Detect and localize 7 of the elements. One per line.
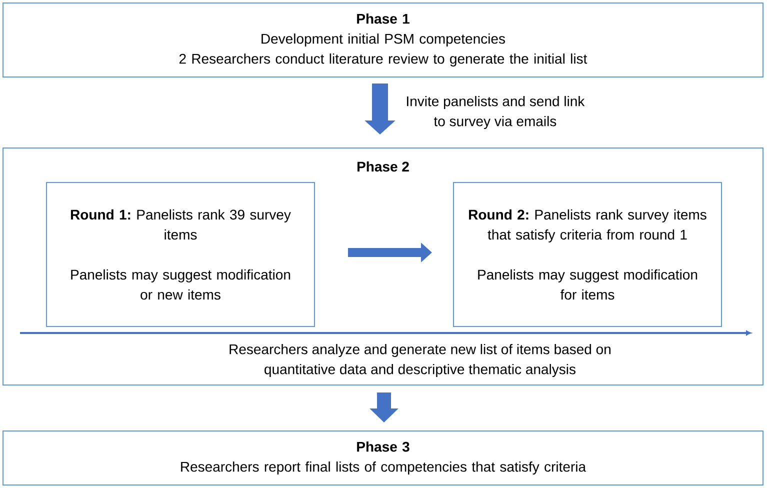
phase-box: Phase 1 Development initial PSM competencies 2 Researchers conduct literature review to generate the initial list [2,2,764,78]
description-text: Researchers analyze and generate new list of items based on quantitative data and descriptive thematic analysis [230,344,610,378]
heading: Phase 2 [357,161,409,172]
round-box: Round 2: Panelists rank survey items that satisfy criteria from round 1 Panelists may suggest modification for items [453,182,722,327]
round-box: Round 1: Panelists rank 39 survey items Panelists may suggest modification or new items [46,182,315,327]
edge-label: Invite panelists and send link to survey via emails [407,96,585,130]
phase-box: Phase 3 Researchers report final lists of competencies that satisfy criteria [2,430,764,486]
